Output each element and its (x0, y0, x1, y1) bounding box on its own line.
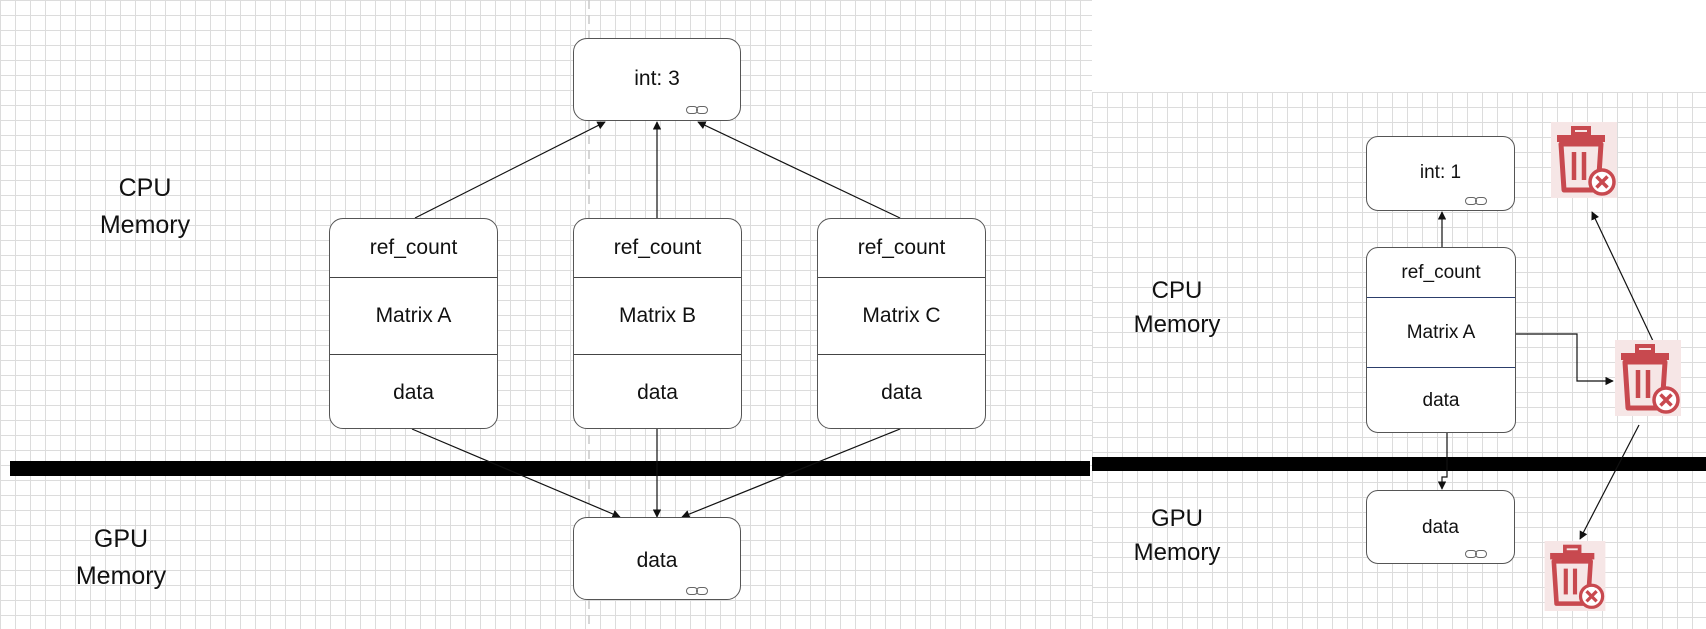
trash-delete-icon (1551, 122, 1617, 198)
right-ref-counter-node[interactable]: int: 1 (1366, 136, 1515, 211)
right-gpu-data-node[interactable]: data (1366, 490, 1515, 564)
right-cpu-memory-label: CPU Memory (1133, 277, 1221, 338)
trash-delete-icon (1542, 541, 1608, 611)
link-icon (686, 587, 708, 595)
left-ref-counter-text: int: 3 (634, 67, 680, 90)
link-icon (1465, 197, 1487, 205)
right-memory-divider (1092, 457, 1706, 471)
left-ref-counter-node[interactable]: int: 3 (573, 38, 741, 121)
arrow-c-to-counter (697, 121, 901, 219)
left-memory-divider (10, 461, 1090, 476)
matrix-b-data: data (574, 354, 741, 428)
arrow-trash-to-bottom-trash (1579, 424, 1640, 540)
matrix-c-data: data (818, 354, 985, 428)
right-gpu-data-text: data (1422, 517, 1459, 538)
matrix-b-name: Matrix B (574, 277, 741, 354)
right-matrix-a-ref-count: ref_count (1401, 261, 1481, 283)
left-cpu-memory-label: CPU Memory (99, 174, 191, 239)
arrow-right-to-gpu (1437, 433, 1448, 490)
arrow-right-to-trash (1516, 333, 1614, 386)
link-icon (686, 106, 708, 114)
right-matrix-a-node[interactable]: ref_count Matrix A data (1366, 247, 1516, 433)
matrix-b-node[interactable]: ref_count Matrix B data (573, 218, 742, 429)
left-gpu-data-text: data (636, 549, 678, 572)
matrix-c-ref-count: ref_count (857, 236, 946, 259)
matrix-a-data: data (330, 354, 497, 428)
left-gpu-data-node[interactable]: data (573, 517, 741, 600)
matrix-a-name: Matrix A (330, 277, 497, 354)
link-icon (1465, 550, 1487, 558)
matrix-a-node[interactable]: ref_count Matrix A data (329, 218, 498, 429)
right-ref-counter-text: int: 1 (1419, 162, 1462, 183)
matrix-c-name: Matrix C (818, 277, 985, 354)
right-matrix-a-name: Matrix A (1367, 297, 1515, 367)
matrix-a-ref-count: ref_count (369, 236, 458, 259)
left-gpu-memory-label: GPU Memory (75, 525, 167, 590)
arrow-a-to-gpu (411, 428, 621, 518)
matrix-c-node[interactable]: ref_count Matrix C data (817, 218, 986, 429)
arrow-a-to-counter (414, 121, 606, 219)
arrow-trash-to-top-trash (1591, 211, 1654, 342)
right-gpu-memory-label: GPU Memory (1133, 505, 1221, 566)
matrix-b-ref-count: ref_count (613, 236, 702, 259)
trash-delete-icon (1615, 340, 1681, 416)
arrow-c-to-gpu (681, 428, 901, 519)
right-matrix-a-data: data (1367, 367, 1515, 432)
